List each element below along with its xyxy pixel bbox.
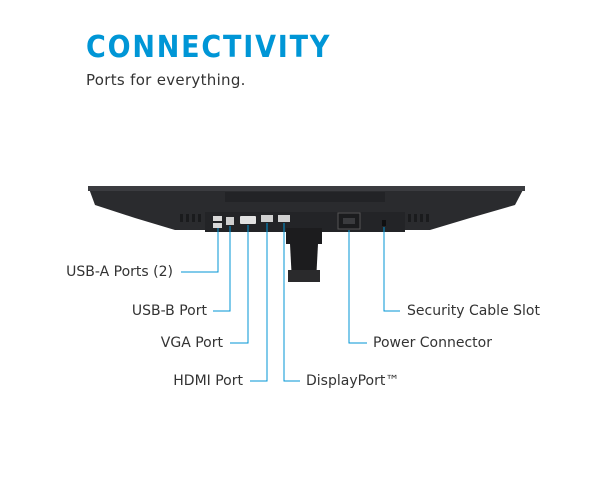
usb-a-port-2 bbox=[213, 223, 222, 228]
page-subtitle: Ports for everything. bbox=[86, 71, 246, 89]
right-vent-grille bbox=[408, 214, 429, 222]
monitor-top-edge bbox=[88, 186, 525, 191]
displayport-port bbox=[278, 215, 290, 222]
leader-vga bbox=[230, 225, 249, 344]
page-title: CONNECTIVITY bbox=[86, 30, 332, 65]
label-security-cable-slot: Security Cable Slot bbox=[407, 303, 540, 319]
leader-hdmi bbox=[250, 223, 268, 382]
monitor-stand bbox=[286, 228, 322, 282]
leader-security bbox=[383, 227, 400, 312]
left-vent-grille bbox=[180, 214, 201, 222]
leader-displayport bbox=[283, 223, 300, 382]
leader-usb-b bbox=[213, 226, 231, 312]
label-power-connector: Power Connector bbox=[373, 335, 492, 351]
stand-neck bbox=[286, 228, 322, 244]
usb-b-port bbox=[226, 217, 234, 225]
monitor-bottom-view bbox=[88, 186, 525, 232]
stand-base bbox=[288, 270, 320, 282]
label-usb-a-ports: USB-A Ports (2) bbox=[66, 264, 173, 280]
leader-power bbox=[348, 230, 367, 344]
leader-lines bbox=[181, 223, 400, 382]
label-displayport: DisplayPort™ bbox=[306, 373, 400, 389]
security-cable-slot bbox=[382, 220, 386, 226]
vga-port bbox=[240, 216, 256, 224]
label-usb-b-port: USB-B Port bbox=[131, 303, 207, 319]
hdmi-port bbox=[261, 215, 273, 222]
label-vga-port: VGA Port bbox=[160, 335, 223, 351]
label-hdmi-port: HDMI Port bbox=[173, 373, 243, 389]
monitor-vent-strip bbox=[225, 192, 385, 202]
leader-usb-a bbox=[181, 228, 219, 273]
usb-a-port-1 bbox=[213, 216, 222, 221]
